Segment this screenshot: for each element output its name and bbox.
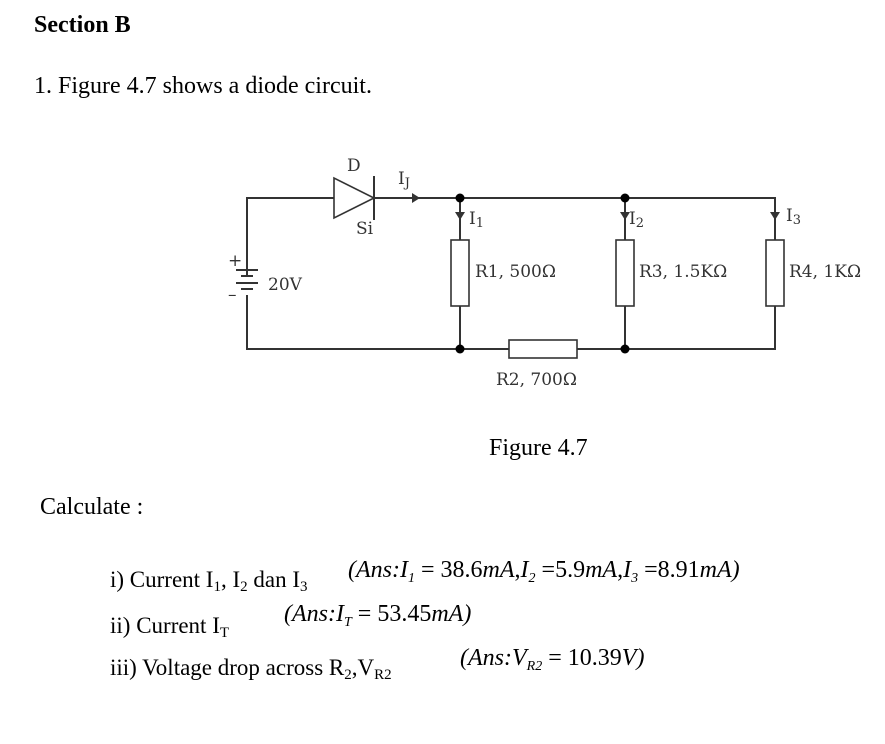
question-text: 1. Figure 4.7 shows a diode circuit.: [34, 73, 372, 99]
subscript: 3: [300, 579, 308, 595]
answer-ii: (Ans:IT = 53.45mA): [284, 601, 472, 630]
junction-dot: [455, 344, 465, 354]
question-text: dan I: [247, 567, 301, 592]
diode-icon: [333, 176, 376, 220]
battery-icon: [236, 269, 258, 290]
answer-iii: (Ans:VR2 = 10.39V): [460, 645, 645, 674]
question-text: i) Current I: [110, 567, 214, 592]
current-arrow-total-icon: [412, 193, 420, 203]
junction-dots: [455, 193, 630, 354]
junction-dot: [455, 193, 465, 203]
wire-left: [246, 197, 334, 270]
wire-r4-bottom: [625, 306, 776, 350]
subscript: 2: [344, 667, 352, 683]
resistor-r4-icon: [765, 239, 785, 307]
wire-top: [374, 197, 776, 265]
resistor-r1-label: R1, 500Ω: [475, 262, 556, 282]
question-text: ii) Current I: [110, 613, 220, 638]
question-i: i) Current I1, I2 dan I3: [110, 567, 308, 595]
current-label-total: IJ: [398, 169, 410, 191]
question-text: ,V: [351, 655, 375, 680]
calculate-label: Calculate :: [40, 494, 144, 520]
resistor-r4-label: R4, 1KΩ: [789, 262, 861, 282]
current-label-i3: I3: [786, 206, 801, 228]
subscript: 1: [213, 579, 221, 595]
resistor-r2-icon: [508, 339, 578, 359]
source-voltage-label: 20V: [268, 275, 303, 295]
current-arrow-i1-icon: [455, 212, 465, 220]
subscript: R2: [374, 667, 392, 683]
current-arrow-i2-icon: [620, 212, 630, 220]
resistor-r1-icon: [450, 239, 470, 307]
question-text: , I: [220, 567, 241, 592]
junction-dot: [620, 344, 630, 354]
figure-caption: Figure 4.7: [489, 435, 588, 461]
question-text: iii) Voltage drop across R: [110, 655, 345, 680]
wire-left-bottom: [246, 295, 460, 350]
question-iii: iii) Voltage drop across R2,VR2: [110, 655, 392, 683]
subscript: 2: [240, 579, 248, 595]
answer-i: (Ans:I1 = 38.6mA,I2 =5.9mA,I3 =8.91mA): [348, 557, 740, 586]
current-label-i1: I1: [469, 209, 484, 231]
section-title: Section B: [34, 12, 131, 38]
current-label-i2: I2: [629, 209, 644, 231]
question-ii: ii) Current IT: [110, 613, 230, 641]
battery-plus-sign: +: [228, 251, 242, 271]
resistor-r2-label: R2, 700Ω: [496, 370, 577, 390]
current-arrow-i3-icon: [770, 212, 780, 220]
battery-minus-sign: –: [228, 285, 237, 305]
subscript: T: [219, 625, 230, 641]
resistor-r3-label: R3, 1.5KΩ: [639, 262, 727, 282]
resistor-r3-icon: [615, 239, 635, 307]
diode-material-label: Si: [356, 219, 374, 239]
diode-name-label: D: [347, 156, 361, 176]
junction-dot: [620, 193, 630, 203]
